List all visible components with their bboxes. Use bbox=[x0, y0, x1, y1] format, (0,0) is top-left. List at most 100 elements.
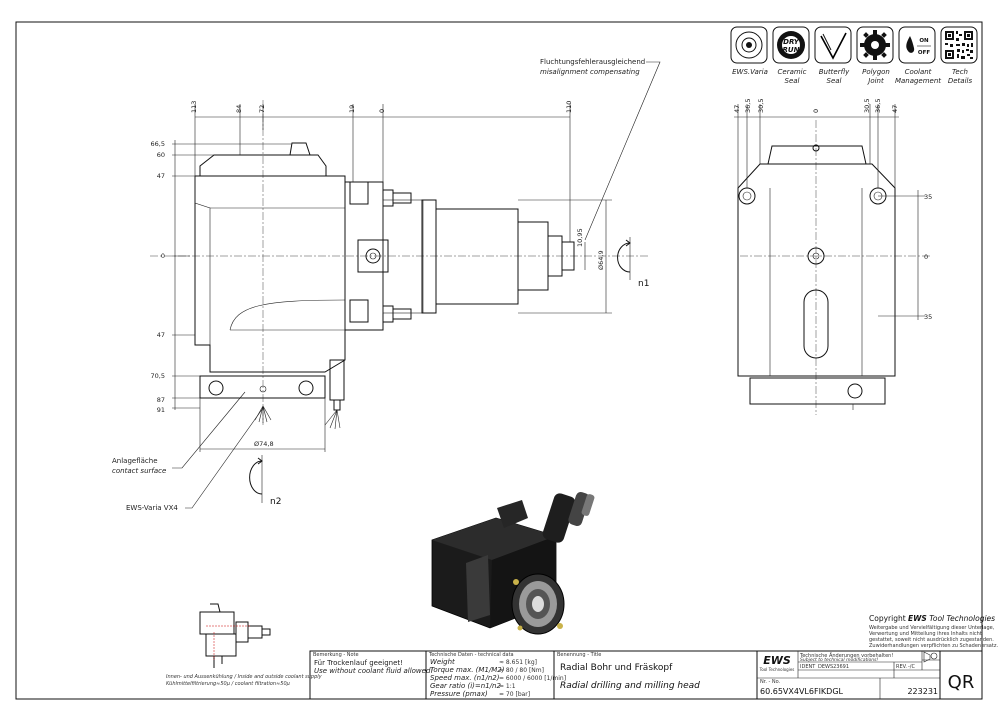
coolant-management-icon: ON OFF bbox=[898, 26, 936, 64]
copyright-line-3: gestattet, soweit nicht ausdrücklich zug… bbox=[869, 637, 994, 643]
number-label: Nr. - No. bbox=[760, 679, 781, 685]
dim-end-side-35-bottom: 35 bbox=[924, 313, 932, 321]
feature-label-polygon: Polygon bbox=[862, 68, 890, 76]
part-number: 60.65VX4VL6FIKDGL bbox=[760, 687, 844, 696]
misalignment-label-en: misalignment compensating bbox=[540, 68, 640, 76]
dim-top-113: 113 bbox=[190, 101, 198, 113]
off-badge: OFF bbox=[918, 50, 930, 56]
title-de: Radial Bohr und Fräskopf bbox=[560, 663, 673, 673]
tech-torque-label: Torque max. (M1/M2) bbox=[430, 666, 505, 674]
feature-label-tech: Tech bbox=[952, 68, 968, 76]
copyright-brand: EWS bbox=[908, 614, 927, 623]
dim-top-0: 0 bbox=[378, 109, 386, 113]
feature-label-ews-varia: EWS.Varia bbox=[732, 68, 768, 76]
feature-label-butterfly: Butterfly bbox=[819, 68, 850, 76]
dry-run-icon: DRY RUN bbox=[772, 26, 810, 64]
dim-end-top-30-5-left: 30,5 bbox=[757, 99, 765, 113]
contact-surface-label-de: Anlagefläche bbox=[112, 457, 158, 465]
dim-diameter-64-9: Ø64,9 bbox=[597, 250, 605, 270]
dim-left-47-bottom: 47 bbox=[157, 331, 165, 339]
side-view bbox=[150, 100, 650, 430]
qr-code-icon bbox=[940, 26, 978, 64]
side-view-dimensions: 113 84 72 19 0 110 66,5 60 47 0 47 70,5 … bbox=[151, 101, 612, 452]
dim-10-95: 10,95 bbox=[576, 228, 584, 247]
feature-labels: EWS.Varia Ceramic Seal Butterfly Seal Po… bbox=[732, 68, 972, 85]
feature-label-seal-2: Seal bbox=[827, 77, 842, 85]
tech-gear-label: Gear ratio (i)=n1/n2 bbox=[430, 682, 501, 690]
dim-left-66-5: 66,5 bbox=[151, 140, 165, 148]
dim-left-47-top: 47 bbox=[157, 172, 165, 180]
ews-logo-subtitle: Tool Technologies bbox=[759, 667, 795, 672]
polygon-joint-icon bbox=[856, 26, 894, 64]
feature-icons: DRY RUN ON OFF bbox=[730, 26, 978, 85]
ews-logo: EWS bbox=[763, 654, 791, 667]
dim-end-top-30-5-right: 30,5 bbox=[863, 99, 871, 113]
copyright-line-4: Zuwiderhandlungen verpflichten zu Schade… bbox=[869, 643, 998, 649]
dim-left-0: 0 bbox=[161, 252, 165, 260]
contact-surface-label-en: contact surface bbox=[112, 467, 166, 475]
dim-top-72: 72 bbox=[258, 105, 266, 113]
ident-label: IDENT bbox=[800, 664, 816, 670]
dim-top-110: 110 bbox=[565, 101, 573, 113]
rev-value: -/C bbox=[908, 664, 915, 670]
ident-value: DEWS23691 bbox=[818, 664, 849, 670]
copyright-prefix: Copyright bbox=[869, 614, 908, 623]
dim-top-19: 19 bbox=[348, 105, 356, 113]
tech-speed-label: Speed max. (n1/n2) bbox=[430, 674, 500, 682]
projection-symbol bbox=[923, 651, 938, 663]
tech-weight-label: Weight bbox=[430, 658, 455, 666]
butterfly-seal-icon bbox=[814, 26, 852, 64]
dim-end-side-35-top: 35 bbox=[924, 193, 932, 201]
changes-de: Technische Änderungen vorbehalten! bbox=[799, 652, 893, 659]
dim-left-91: 91 bbox=[157, 406, 165, 414]
isometric-render bbox=[431, 491, 595, 635]
copyright-suffix: Tool Technologies bbox=[927, 614, 995, 623]
run-badge: RUN bbox=[783, 46, 800, 54]
ews-varia-icon bbox=[730, 26, 768, 64]
drawing-number: 223231 bbox=[907, 687, 938, 696]
changes-en: Subject to technical modifications! bbox=[800, 657, 878, 663]
tech-gear-value: = 1:1 bbox=[499, 683, 516, 690]
tech-weight-value: ≈ 8.651 [kg] bbox=[499, 659, 537, 666]
coolant-schematic: Innen- und Aussenkühlung / Inside and ou… bbox=[166, 603, 323, 687]
dim-end-top-0: 0 bbox=[812, 109, 820, 113]
copyright-line-2: Verwertung und Mitteilung ihres Inhalts … bbox=[869, 631, 982, 637]
tech-pressure-value: = 70 [bar] bbox=[499, 691, 530, 698]
side-view-annotations: Fluchtungsfehlerausgleichend misalignmen… bbox=[112, 58, 661, 512]
on-badge: ON bbox=[919, 38, 929, 44]
dim-top-84: 84 bbox=[235, 105, 243, 113]
coolant-note-line-2: Kühlmittelfiltrierung≈50μ / coolant filt… bbox=[166, 681, 290, 687]
dim-end-top-36-5-right: 36,5 bbox=[874, 99, 882, 113]
tech-torque-value: = 80 / 80 [Nm] bbox=[499, 667, 544, 674]
dim-left-60: 60 bbox=[157, 151, 165, 159]
end-view-dimensions: 47 36,5 30,5 0 30,5 36,5 47 35 0 35 bbox=[733, 99, 932, 321]
dim-left-70-5: 70,5 bbox=[151, 372, 165, 380]
rotation-n2-symbol: n2 bbox=[249, 455, 281, 507]
tech-data-header: Technische Daten - technical data bbox=[428, 652, 514, 658]
dim-end-top-47-left: 47 bbox=[733, 105, 741, 113]
title-en: Radial drilling and milling head bbox=[560, 681, 700, 691]
dim-left-87: 87 bbox=[157, 396, 165, 404]
coolant-note-line-1: Innen- und Aussenkühlung / Inside and ou… bbox=[166, 674, 323, 680]
tech-pressure-label: Pressure (pmax) bbox=[430, 690, 488, 698]
feature-label-coolant: Coolant bbox=[905, 68, 932, 76]
feature-label-ceramic: Ceramic bbox=[778, 68, 807, 76]
dim-diameter-74-8: Ø74,8 bbox=[254, 440, 274, 448]
feature-label-details: Details bbox=[948, 77, 973, 85]
remark-header: Bemerkung - Note bbox=[313, 652, 359, 658]
dim-end-side-0: 0 bbox=[924, 253, 928, 261]
remark-en: Use without coolant fluid allowed! bbox=[314, 667, 433, 675]
tech-speed-value: = 6000 / 6000 [1/min] bbox=[499, 675, 566, 682]
n2-label: n2 bbox=[270, 497, 281, 507]
rev-label: REV. bbox=[896, 664, 907, 670]
dim-end-top-47-right: 47 bbox=[891, 105, 899, 113]
feature-label-seal-1: Seal bbox=[785, 77, 800, 85]
dim-end-top-36-5-left: 36,5 bbox=[744, 99, 752, 113]
ews-varia-label: EWS-Varia VX4 bbox=[126, 504, 178, 512]
remark-de: Für Trockenlauf geeignet! bbox=[314, 659, 403, 667]
feature-label-management: Management bbox=[895, 77, 941, 85]
end-view bbox=[737, 120, 930, 415]
n1-label: n1 bbox=[638, 279, 649, 289]
copyright-block: Copyright EWS Tool Technologies Weiterga… bbox=[869, 614, 998, 649]
